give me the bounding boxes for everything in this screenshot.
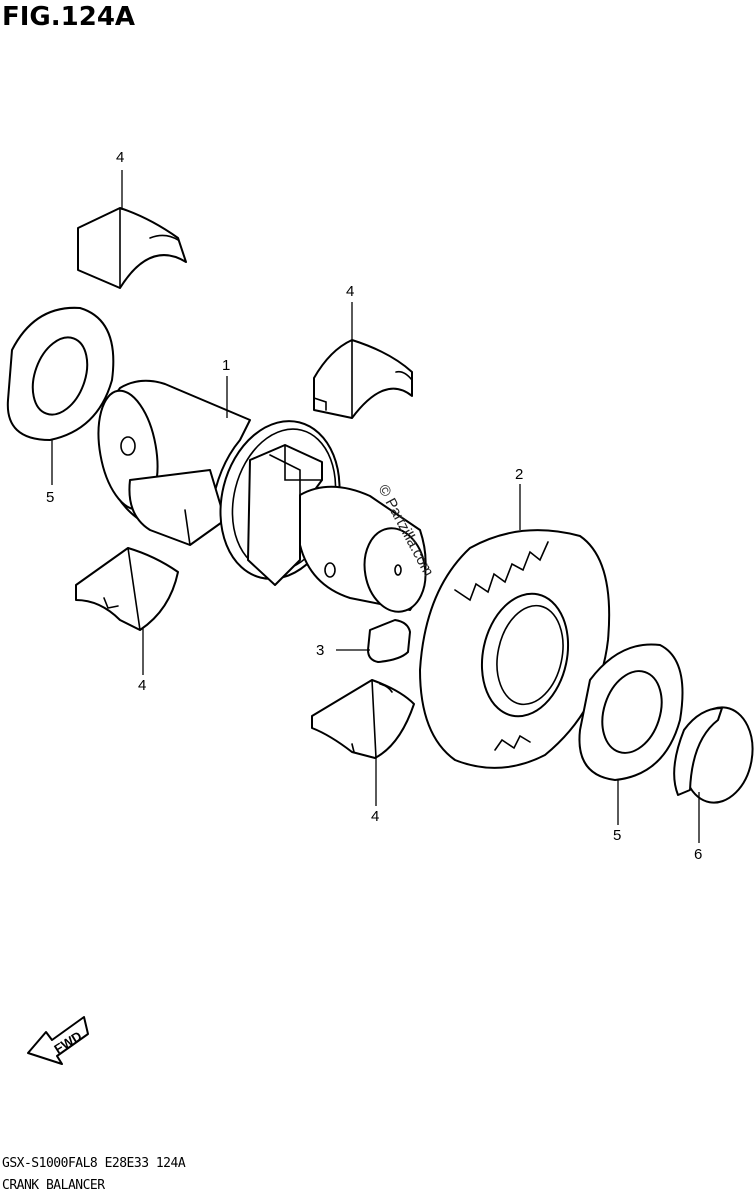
bearing-shell-lower-middle[interactable] [311, 679, 415, 759]
balancer-shaft[interactable] [90, 379, 432, 617]
callout-5-right: 5 [613, 827, 621, 844]
thrust-washer-right[interactable] [578, 643, 684, 781]
callout-1: 1 [222, 357, 230, 374]
bearing-shell-lower-left[interactable] [75, 547, 179, 631]
thrust-washer-left[interactable] [6, 306, 115, 441]
end-cap[interactable] [673, 702, 755, 808]
footer-name-line: CRANK BALANCER [2, 1178, 105, 1193]
footer-model-line: GSX-S1000FAL8 E28E33 124A [2, 1156, 186, 1171]
balancer-driven-gear[interactable] [419, 529, 611, 769]
fwd-arrow-badge: FWD [27, 1016, 89, 1065]
callout-2: 2 [515, 466, 523, 483]
callout-4-bottom-left: 4 [138, 677, 146, 694]
callout-4-top-left: 4 [116, 149, 124, 166]
callout-3: 3 [316, 642, 324, 659]
bearing-shell-upper-middle[interactable] [313, 339, 413, 419]
bearing-shell-upper-left[interactable] [77, 207, 187, 289]
callout-4-top-middle: 4 [346, 283, 354, 300]
leader-lines [51, 170, 700, 843]
shaft-key[interactable] [367, 619, 411, 663]
callout-6: 6 [694, 846, 702, 863]
callout-4-bottom-middle: 4 [371, 808, 379, 825]
figure-title: FIG.124A [2, 2, 136, 32]
callout-5-left: 5 [46, 489, 54, 506]
